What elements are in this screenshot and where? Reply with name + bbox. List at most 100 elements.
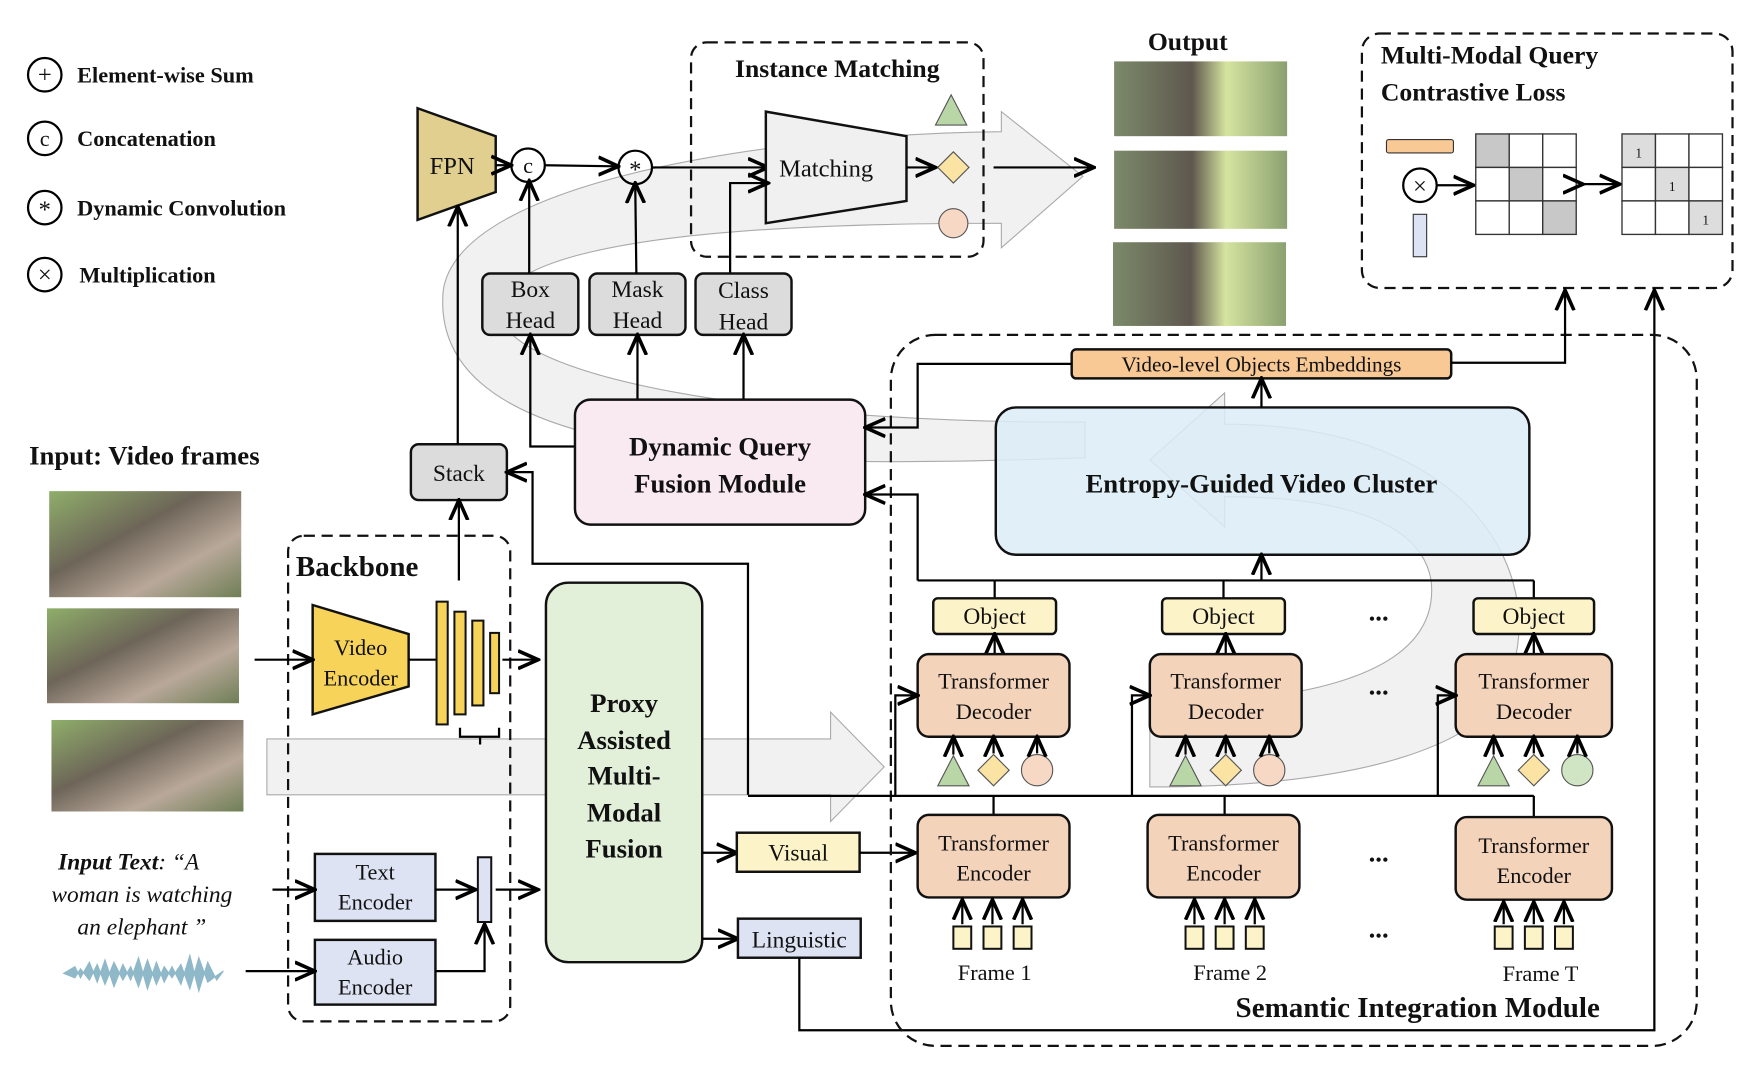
transformer-decoder <box>916 652 1071 738</box>
legend-mult: × Multiplication <box>26 256 216 293</box>
svg-text:Box: Box <box>511 277 550 303</box>
svg-text:Fusion Module: Fusion Module <box>634 468 806 498</box>
transformer-decoder <box>1148 652 1303 738</box>
svg-text:Mask: Mask <box>611 277 663 303</box>
svg-text:Stack: Stack <box>433 461 485 487</box>
svg-text:Element-wise Sum: Element-wise Sum <box>77 63 254 88</box>
legend-sum: +Element-wise Sum <box>26 56 254 93</box>
contrastive-loss-box <box>1360 32 1734 290</box>
svg-text:Transformer: Transformer <box>1478 833 1589 858</box>
text-encoder <box>313 852 437 923</box>
output-frame-3 <box>1112 242 1287 326</box>
diamond-query-icon <box>1517 753 1551 787</box>
svg-text:an elephant ”: an elephant ” <box>77 914 206 940</box>
svg-text:Head: Head <box>613 308 663 334</box>
svg-text:woman is watching: woman is watching <box>51 882 232 908</box>
ellipsis: ... ... ... ... <box>1369 597 1389 944</box>
svg-text:Input Text: “A: Input Text: “A <box>57 850 200 876</box>
svg-text:Class: Class <box>718 278 769 304</box>
svg-text:Encoder: Encoder <box>323 665 398 690</box>
svg-text:Proxy: Proxy <box>590 688 659 718</box>
svg-text:*: * <box>629 156 641 183</box>
multimodal-feature-bar <box>476 856 493 924</box>
svg-text:...: ... <box>1369 597 1389 627</box>
svg-text:Encoder: Encoder <box>1497 863 1572 888</box>
svg-text:Decoder: Decoder <box>956 699 1032 724</box>
svg-text:Object: Object <box>1192 604 1255 630</box>
svg-text:Encoder: Encoder <box>338 890 413 915</box>
instance-matching-box <box>689 41 985 258</box>
svg-text:Audio: Audio <box>347 944 403 969</box>
similarity-matrix <box>1475 133 1577 236</box>
target-matrix <box>1621 133 1724 236</box>
diamond-query-icon <box>977 753 1010 787</box>
svg-text:Fusion: Fusion <box>585 833 662 863</box>
output-frame-1 <box>1114 61 1288 137</box>
svg-text:Semantic Integration Module: Semantic Integration Module <box>1236 992 1600 1024</box>
svg-text:*: * <box>39 197 51 224</box>
svg-text:...: ... <box>1369 838 1389 868</box>
svg-text:Encoder: Encoder <box>1186 861 1261 886</box>
svg-text:1: 1 <box>1635 145 1642 160</box>
svg-text:Transformer: Transformer <box>1478 669 1589 694</box>
svg-text:×: × <box>38 261 52 288</box>
svg-text:Decoder: Decoder <box>1188 699 1264 724</box>
legend-concat: c Concatenation <box>26 120 217 157</box>
output-frame-2 <box>1114 150 1288 229</box>
triangle-query-icon <box>1168 754 1203 787</box>
svg-text:1: 1 <box>1702 212 1709 227</box>
triangle-query-icon <box>934 93 968 126</box>
svg-text:Concatenation: Concatenation <box>77 126 216 151</box>
svg-text:Frame 1: Frame 1 <box>958 960 1032 985</box>
visual-feature-bar <box>1412 213 1428 258</box>
svg-text:Multi-Modal Query: Multi-Modal Query <box>1381 41 1599 70</box>
svg-text:Visual: Visual <box>768 841 828 867</box>
svg-text:Object: Object <box>963 604 1026 630</box>
svg-text:Entropy-Guided Video Cluster: Entropy-Guided Video Cluster <box>1085 468 1437 498</box>
circle-query-icon <box>1253 754 1286 787</box>
transformer-decoder <box>1454 652 1614 738</box>
diamond-query-icon <box>1209 753 1243 787</box>
legend: +Element-wise Sum c Concatenation * Dynami… <box>26 56 287 293</box>
svg-text:Backbone: Backbone <box>296 551 419 583</box>
diamond-query-icon <box>936 151 970 184</box>
audio-waveform-icon <box>62 953 224 994</box>
video-encoder <box>311 603 410 717</box>
input-video-title: Input: Video frames <box>29 440 260 470</box>
feature-pyramid <box>435 600 501 726</box>
svg-text:Frame T: Frame T <box>1503 961 1579 986</box>
proxy-assisted-fusion <box>544 581 704 964</box>
svg-text:...: ... <box>1369 670 1389 700</box>
svg-text:Transformer: Transformer <box>938 669 1049 694</box>
visual-feature <box>735 831 861 874</box>
svg-text:Frame 2: Frame 2 <box>1193 960 1267 985</box>
circle-query-icon <box>938 208 969 239</box>
semantic-integration-module <box>889 333 1698 1048</box>
circle-query-icon <box>1561 754 1594 787</box>
triangle-query-icon <box>936 754 970 787</box>
svg-text:Contrastive Loss: Contrastive Loss <box>1381 77 1566 106</box>
linguistic-feature <box>736 917 862 959</box>
svg-text:Encoder: Encoder <box>338 975 413 1000</box>
instance-matching-title: Instance Matching <box>735 54 940 83</box>
svg-text:Encoder: Encoder <box>956 861 1031 886</box>
input-frame-3 <box>51 719 244 812</box>
svg-text:Modal: Modal <box>587 798 661 828</box>
dynamic-query-fusion-module <box>573 398 867 526</box>
svg-text:Dynamic Query: Dynamic Query <box>629 431 812 461</box>
svg-text:Multiplication: Multiplication <box>79 262 216 287</box>
svg-text:...: ... <box>1369 914 1389 944</box>
svg-text:Dynamic Convolution: Dynamic Convolution <box>77 195 286 220</box>
svg-text:Transformer: Transformer <box>938 831 1049 856</box>
input-frame-1 <box>49 491 242 598</box>
svg-text:c: c <box>40 126 50 151</box>
backbone-box <box>286 534 512 1023</box>
c-circle-icon <box>26 120 63 157</box>
